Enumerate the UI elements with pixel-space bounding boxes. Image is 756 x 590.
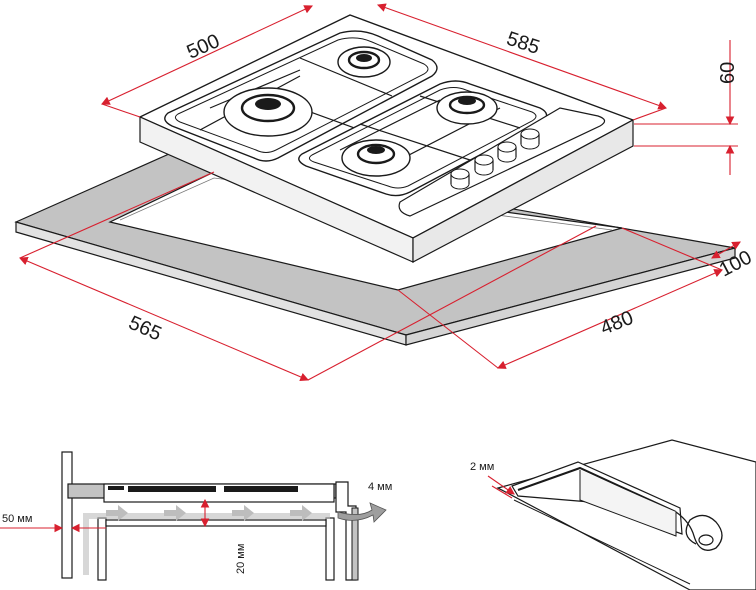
dim-line-585	[376, 3, 668, 110]
exhaust-arrow	[337, 502, 387, 523]
burner-front-right	[341, 139, 411, 177]
label-20mm: 20 мм	[235, 544, 247, 574]
burner-rear-right	[436, 91, 498, 125]
section-detail: 50 мм 20 мм 4 мм	[0, 451, 392, 581]
burner-front-left	[223, 87, 313, 137]
hob	[138, 14, 635, 263]
dim-label-480: 480	[597, 307, 636, 340]
seal-roll	[675, 511, 723, 551]
knob-3	[497, 141, 517, 163]
airflow-arrows	[106, 502, 387, 523]
knob-2	[474, 154, 494, 176]
dim-line-565	[18, 256, 310, 382]
knob-1	[450, 168, 470, 190]
burner-rear-left	[337, 46, 391, 78]
dimension-lines	[18, 3, 741, 382]
dim-line-500	[101, 5, 313, 105]
knob-4	[520, 128, 540, 150]
label-50mm: 50 мм	[2, 513, 32, 525]
dim-label-60: 60	[717, 62, 739, 84]
label-4mm: 4 мм	[368, 481, 392, 493]
dim-label-500: 500	[184, 30, 223, 64]
dim-line-480	[496, 269, 724, 369]
wall	[61, 451, 73, 579]
control-panel	[398, 107, 606, 217]
label-2mm: 2 мм	[470, 461, 494, 473]
dim-label-585: 585	[504, 28, 543, 59]
seal-detail: 2 мм	[470, 439, 756, 590]
